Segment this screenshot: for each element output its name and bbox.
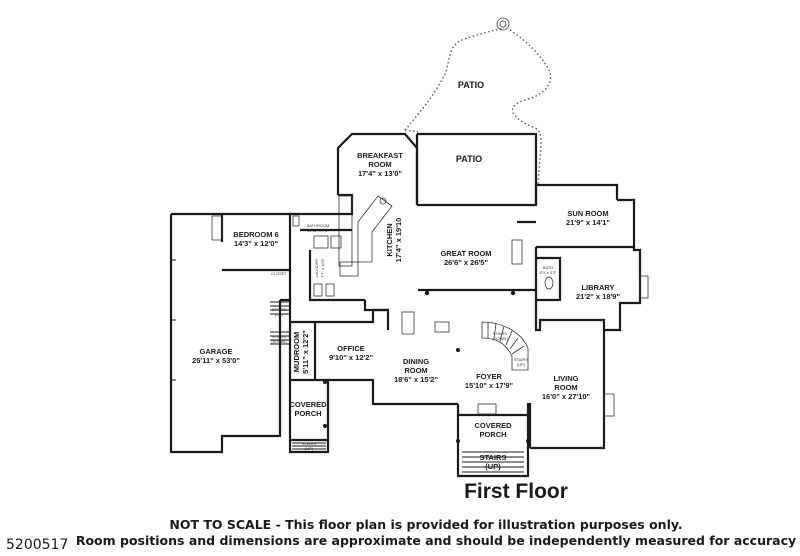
listing-id: 5200517 <box>6 537 69 553</box>
label-bathroom: BATHROOM <box>307 223 330 228</box>
label-stairs-garage-down-line1: STAIRS <box>272 334 286 339</box>
label-great-room-dims: 26'6" x 26'5" <box>444 258 488 267</box>
label-kitchen-dims: 17'4" x 19'10 <box>394 218 403 263</box>
label-porch-front-line2: PORCH <box>479 430 506 439</box>
label-sun-room-dims: 21'9" x 14'1" <box>566 218 610 227</box>
label-mudroom-dims: 5'11" x 12'2" <box>301 330 310 374</box>
posts <box>323 290 530 443</box>
label-porch-left-line1: COVERED <box>289 400 327 409</box>
label-library: LIBRARY <box>581 283 614 292</box>
label-living-dims: 16'0" x 27'10" <box>542 392 591 401</box>
label-stairs-foyer-up-line2: (UP) <box>517 362 526 367</box>
label-patio-upper: PATIO <box>458 80 484 90</box>
label-stairs-garage-up-line1: STAIRS <box>272 307 286 312</box>
label-office: OFFICE <box>337 344 365 353</box>
label-stairs-garage-down-line2: (DOWN) <box>271 339 287 344</box>
label-mudroom: MUDROOM <box>292 332 301 372</box>
label-living-line1: LIVING <box>553 374 578 383</box>
label-bedroom6-dims: 14'3" x 12'0" <box>234 239 278 248</box>
label-breakfast-line2: ROOM <box>368 160 391 169</box>
label-stairs-foyer-up-line1: STAIRS <box>514 357 528 362</box>
label-sun-room: SUN ROOM <box>567 209 608 218</box>
label-dining-dims: 18'6" x 15'2" <box>394 375 438 384</box>
label-breakfast-line1: BREAKFAST <box>357 151 403 160</box>
label-bathroom-dims: 10'11" x 7'6" <box>307 228 329 233</box>
label-garage-dims: 25'11" x 53'0" <box>192 356 240 365</box>
label-stairs-garage-up-line2: (UP) <box>275 312 284 317</box>
label-library-dims: 21'2" x 18'9" <box>576 292 620 301</box>
label-dining-line1: DINING <box>403 357 429 366</box>
label-breakfast-dims: 17'4" x 13'0" <box>358 169 402 178</box>
label-dining-line2: ROOM <box>404 366 427 375</box>
disclaimer-line1: NOT TO SCALE - This floor plan is provid… <box>169 517 683 532</box>
label-kitchen: KITCHEN <box>385 223 394 256</box>
label-stairs-front-line2: (UP) <box>485 462 501 471</box>
label-office-dims: 9'10" x 12'2" <box>329 353 373 362</box>
label-stairs-left-line1: STAIRS <box>302 441 316 446</box>
walls <box>169 132 642 478</box>
label-closet: CLOSET <box>271 271 288 276</box>
label-foyer: FOYER <box>476 372 502 381</box>
label-patio-lower: PATIO <box>456 154 482 164</box>
patio-outline <box>404 27 552 186</box>
label-stairs-foyer-down-line1: STAIRS <box>493 331 507 336</box>
disclaimer-line2: Room positions and dimensions are approx… <box>75 533 797 548</box>
fountain-inner <box>499 20 507 28</box>
label-stairs-front-line1: STAIRS <box>480 453 507 462</box>
floor-title: First Floor <box>464 480 568 503</box>
label-bedroom6: BEDROOM 6 <box>233 230 278 239</box>
label-living-line2: ROOM <box>554 383 577 392</box>
fountain-circle <box>496 17 510 31</box>
label-porch-left-line2: PORCH <box>294 409 321 418</box>
label-bath-small: BATH <box>543 265 553 270</box>
label-great-room: GREAT ROOM <box>440 249 491 258</box>
label-stairs-left-line2: (UP) <box>305 446 314 451</box>
label-laundry-dims: 7'7" x 10'0" <box>320 258 325 278</box>
label-stairs-foyer-down-line2: (DOWN) <box>492 336 508 341</box>
label-bath-small-dims: 5'0" x 5'3" <box>539 270 557 275</box>
label-foyer-dims: 15'10" x 17'9" <box>465 381 514 390</box>
fixtures <box>171 195 649 473</box>
label-garage: GARAGE <box>200 347 233 356</box>
label-laundry: LAUNDRY <box>314 258 319 277</box>
room-labels: PATIO PATIO BREAKFAST ROOM 17'4" x 13'0"… <box>192 80 620 471</box>
label-porch-front-line1: COVERED <box>474 421 512 430</box>
